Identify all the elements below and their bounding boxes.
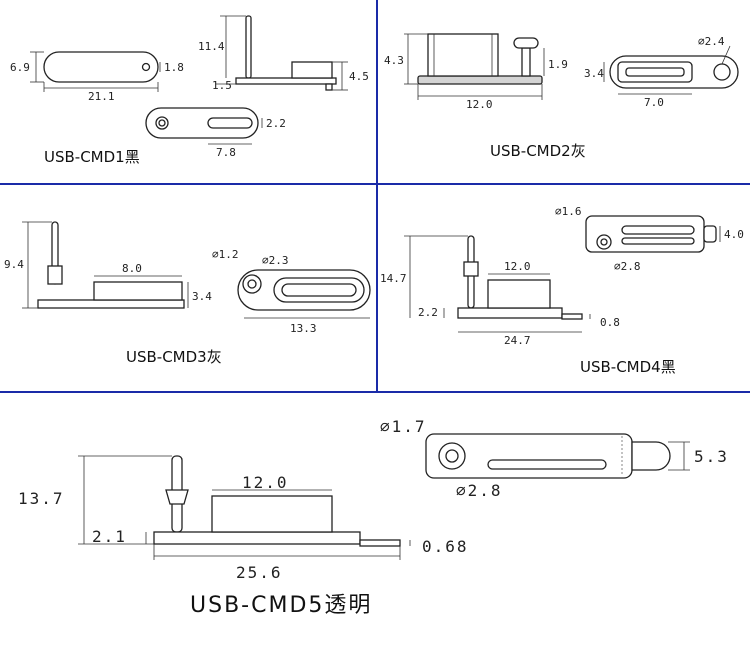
- cmd4-dim-f: 2.2: [418, 306, 438, 319]
- cmd2-ring: [713, 63, 731, 81]
- cmd1-dim-d: 11.4: [198, 40, 225, 53]
- cmd5-dim-f: 2.1: [92, 527, 127, 546]
- cmd2-pin: [521, 47, 531, 77]
- panel-cmd5: ⌀1.7 5.3 ⌀2.8 13.7 12.0 2.1 0.68 25.6 US…: [18, 417, 729, 618]
- cmd4-dim-h: 24.7: [504, 334, 531, 347]
- cmd4-dim-c: ⌀2.8: [614, 260, 641, 273]
- cmd4-dim-b: 4.0: [724, 228, 744, 241]
- cmd2-title: USB-CMD2灰: [490, 142, 586, 160]
- cmd1-dim-e: 1.5: [212, 79, 232, 92]
- cmd1-dim-a: 6.9: [10, 61, 30, 74]
- cmd5-dim-d: 13.7: [18, 489, 65, 508]
- cmd4-title: USB-CMD4黑: [580, 358, 676, 376]
- cmd4-dim-e: 12.0: [504, 260, 531, 273]
- cmd2-dim-b: 1.9: [548, 58, 568, 71]
- panel-cmd2: 4.3 1.9 12.0 ⌀2.4 3.4 7.0 USB-CMD2灰: [384, 33, 739, 160]
- cmd1-dim-f: 4.5: [349, 70, 369, 83]
- panel-cmd1: 6.9 1.8 21.1 11.4 1.5 4.5 2.2 7.8 USB-CM…: [10, 15, 369, 166]
- cmd5-dim-e: 12.0: [242, 473, 289, 492]
- cmd5-dim-g: 0.68: [422, 537, 469, 556]
- cmd5-dim-b: 5.3: [694, 447, 729, 466]
- cmd5-slot: [487, 459, 607, 470]
- cmd3-dim-b: 8.0: [122, 262, 142, 275]
- cmd4-tab: [703, 225, 717, 243]
- cmd4-base: [457, 307, 563, 319]
- cmd2-dim-c: 12.0: [466, 98, 493, 111]
- cmd5-dim-h: 25.6: [236, 563, 283, 582]
- panel-cmd3: 9.4 8.0 3.4 ⌀1.2 ⌀2.3 13.3 USB-CMD3灰: [4, 221, 371, 366]
- cmd4-plug: [487, 279, 551, 309]
- cmd2-dim-e: 3.4: [584, 67, 604, 80]
- cmd5-base: [153, 531, 361, 545]
- cmd3-dim-f: 13.3: [290, 322, 317, 335]
- cmd1-plug: [291, 61, 333, 79]
- panel-dividers: [0, 0, 750, 393]
- cmd1-dim-b: 1.8: [164, 61, 184, 74]
- cmd1-pin-hole: [141, 62, 151, 72]
- cmd2-dim-f: 7.0: [644, 96, 664, 109]
- cmd3-dim-c: 3.4: [192, 290, 212, 303]
- cmd3-dim-e: ⌀2.3: [262, 254, 289, 267]
- cmd1-dim-c: 21.1: [88, 90, 115, 103]
- cmd3-title: USB-CMD3灰: [126, 348, 222, 366]
- cmd1-dim-g: 2.2: [266, 117, 286, 130]
- cmd1-bottom-view: [145, 107, 259, 139]
- cmd5-dim-a: ⌀1.7: [380, 417, 427, 436]
- cmd2-pin-head: [513, 37, 539, 49]
- cmd2-dim-d: ⌀2.4: [698, 35, 725, 48]
- cmd3-base: [37, 299, 185, 309]
- cmd1-title: USB-CMD1黑: [44, 148, 140, 166]
- cmd1-slot: [207, 117, 253, 129]
- cmd3-plug: [93, 281, 183, 301]
- cmd1-dim-h: 7.8: [216, 146, 236, 159]
- cmd2-dim-a: 4.3: [384, 54, 404, 67]
- panel-cmd4: ⌀1.6 4.0 ⌀2.8 14.7 12.0 2.2 0.8 24.7 USB…: [380, 205, 744, 376]
- cmd5-tab: [631, 441, 671, 471]
- cmd2-plug: [427, 33, 499, 77]
- cmd3-dim-a: 9.4: [4, 258, 24, 271]
- cmd3-dim-d: ⌀1.2: [212, 248, 239, 261]
- cmd4-dim-a: ⌀1.6: [555, 205, 582, 218]
- cmd1-pin: [245, 15, 252, 79]
- cmd1-tab: [325, 83, 333, 91]
- cmd5-title: USB-CMD5透明: [190, 593, 372, 618]
- cmd4-dim-d: 14.7: [380, 272, 407, 285]
- cmd2-base: [417, 75, 543, 85]
- cmd4-slot: [621, 225, 695, 235]
- cmd5-plug: [211, 495, 333, 533]
- cmd5-dim-c: ⌀2.8: [456, 481, 503, 500]
- cmd1-base: [235, 77, 337, 85]
- cmd4-dim-g: 0.8: [600, 316, 620, 329]
- cmd1-top-view: [43, 51, 159, 83]
